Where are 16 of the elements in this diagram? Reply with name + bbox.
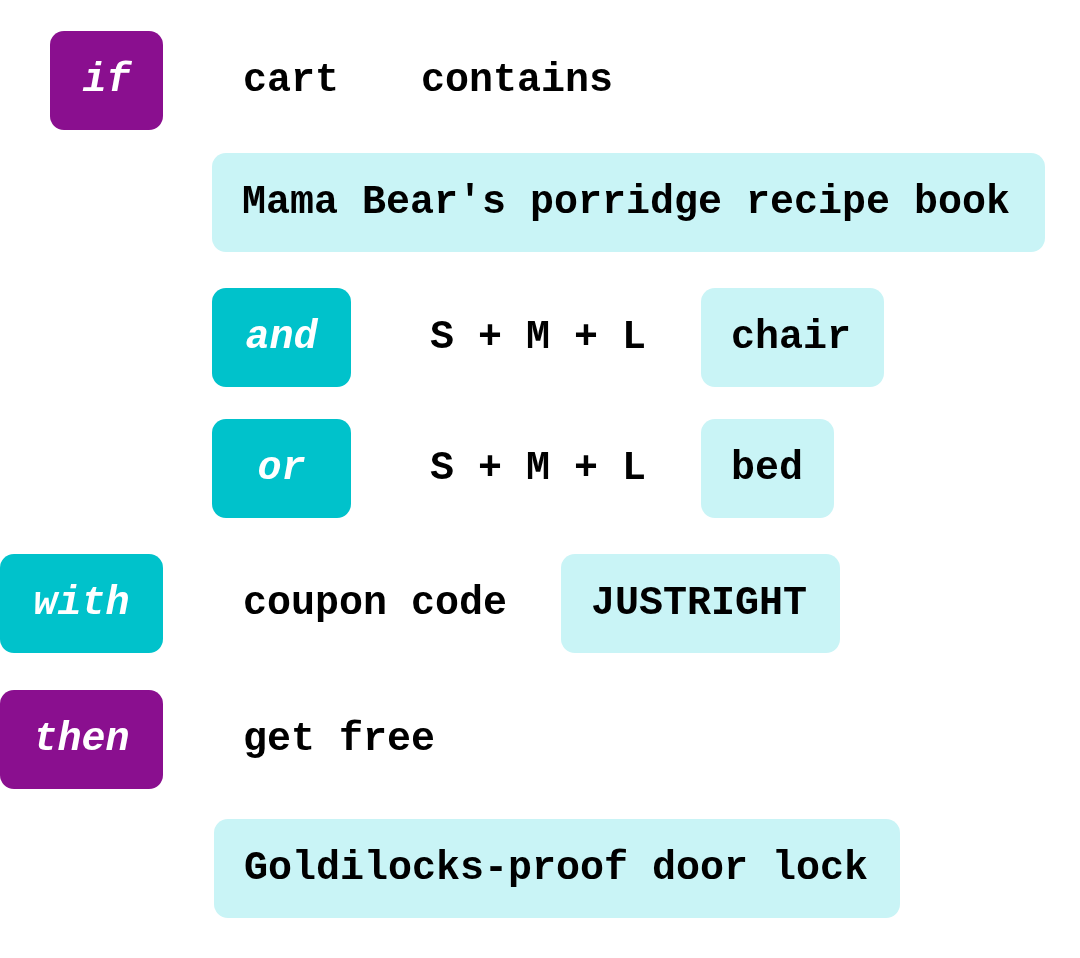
condition-text: get free	[243, 715, 436, 764]
keyword-box: or	[212, 419, 351, 518]
keyword-box: with	[0, 554, 163, 653]
value-box: bed	[701, 419, 834, 518]
condition-text: S + M + L	[430, 313, 647, 362]
value-box: chair	[701, 288, 884, 387]
keyword-box: and	[212, 288, 351, 387]
condition-text: contains	[421, 56, 614, 105]
condition-text: cart	[243, 56, 339, 105]
keyword-box: then	[0, 690, 163, 789]
value-box: Goldilocks-proof door lock	[214, 819, 900, 918]
condition-text: S + M + L	[430, 444, 647, 493]
value-box: Mama Bear's porridge recipe book	[212, 153, 1045, 252]
keyword-box: if	[50, 31, 163, 130]
condition-text: coupon code	[243, 579, 508, 628]
value-box: JUSTRIGHT	[561, 554, 840, 653]
